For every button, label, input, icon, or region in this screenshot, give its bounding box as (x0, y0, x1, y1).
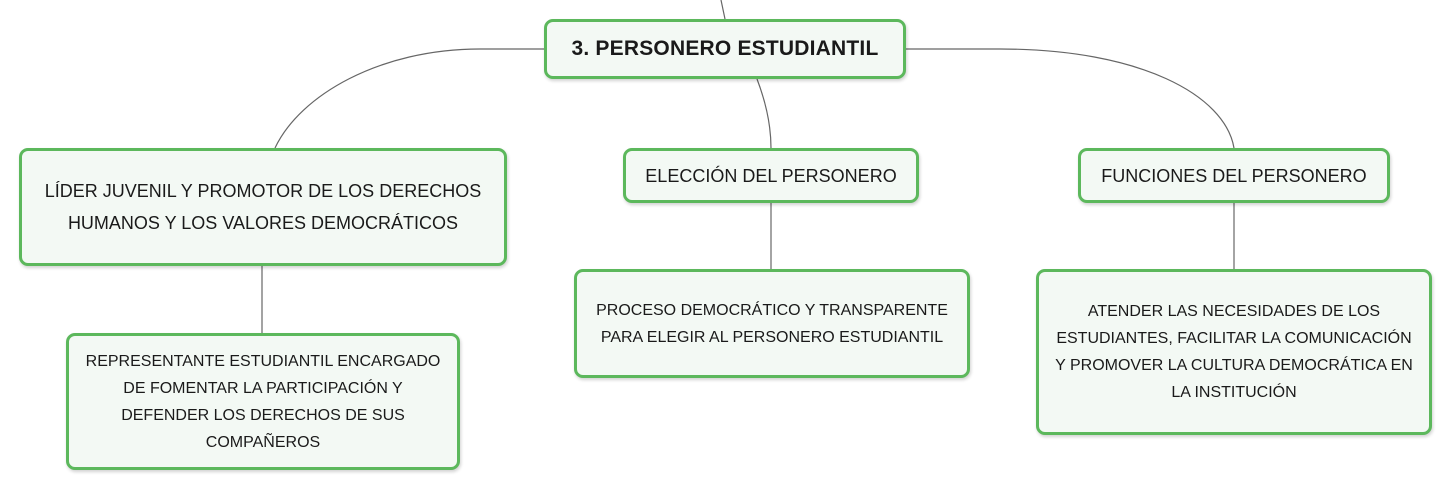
child-node-representante[interactable]: REPRESENTANTE ESTUDIANTIL ENCARGADO DE F… (66, 333, 460, 470)
root-label: 3. PERSONERO ESTUDIANTIL (571, 37, 879, 60)
branch-label-line: ELECCIÓN DEL PERSONERO (645, 165, 897, 186)
child-label-line: Y PROMOVER LA CULTURA DEMOCRÁTICA EN (1055, 357, 1413, 374)
connector-root-to-funciones (906, 48, 1235, 149)
branch-node-funciones[interactable]: FUNCIONES DEL PERSONERO (1078, 148, 1390, 203)
child-label-line: DEFENDER LOS DERECHOS DE SUS (121, 406, 405, 424)
child-label-line: ATENDER LAS NECESIDADES DE LOS (1087, 303, 1381, 320)
child-node-proceso[interactable]: PROCESO DEMOCRÁTICO Y TRANSPARENTE PARA … (574, 269, 970, 378)
connector-root-to-eleccion (756, 78, 772, 149)
child-label-line: REPRESENTANTE ESTUDIANTIL ENCARGADO (85, 352, 441, 370)
child-label-line: COMPAÑEROS (205, 433, 321, 451)
branch-label: ELECCIÓN DEL PERSONERO (645, 160, 896, 192)
branch-node-eleccion[interactable]: ELECCIÓN DEL PERSONERO (623, 148, 919, 203)
branch-node-lider-juvenil[interactable]: LÍDER JUVENIL Y PROMOTOR DE LOS DERECHOS… (19, 148, 507, 266)
child-label-line: DE FOMENTAR LA PARTICIPACIÓN Y (123, 379, 403, 397)
branch-label: LÍDER JUVENIL Y PROMOTOR DE LOS DERECHOS… (45, 175, 481, 239)
branch-label-line: LÍDER JUVENIL Y PROMOTOR DE LOS DERECHOS (44, 181, 482, 201)
child-label: ATENDER LAS NECESIDADES DE LOS ESTUDIANT… (1055, 298, 1413, 406)
child-label-line: ESTUDIANTES, FACILITAR LA COMUNICACIÓN (1056, 330, 1412, 347)
child-label: REPRESENTANTE ESTUDIANTIL ENCARGADO DE F… (86, 348, 441, 456)
connector-root-to-lider (274, 48, 544, 149)
root-node[interactable]: 3. PERSONERO ESTUDIANTIL (544, 19, 906, 79)
child-node-atender[interactable]: ATENDER LAS NECESIDADES DE LOS ESTUDIANT… (1036, 269, 1432, 435)
branch-label-line: FUNCIONES DEL PERSONERO (1101, 165, 1367, 186)
child-label: PROCESO DEMOCRÁTICO Y TRANSPARENTE PARA … (596, 297, 948, 351)
branch-label-line: HUMANOS Y LOS VALORES DEMOCRÁTICOS (67, 213, 459, 233)
child-label-line: PROCESO DEMOCRÁTICO Y TRANSPARENTE (596, 301, 948, 319)
child-label-line: LA INSTITUCIÓN (1171, 384, 1297, 401)
connector-parent-to-root (720, 0, 726, 20)
child-label-line: PARA ELEGIR AL PERSONERO ESTUDIANTIL (600, 328, 944, 346)
branch-label: FUNCIONES DEL PERSONERO (1101, 160, 1366, 192)
